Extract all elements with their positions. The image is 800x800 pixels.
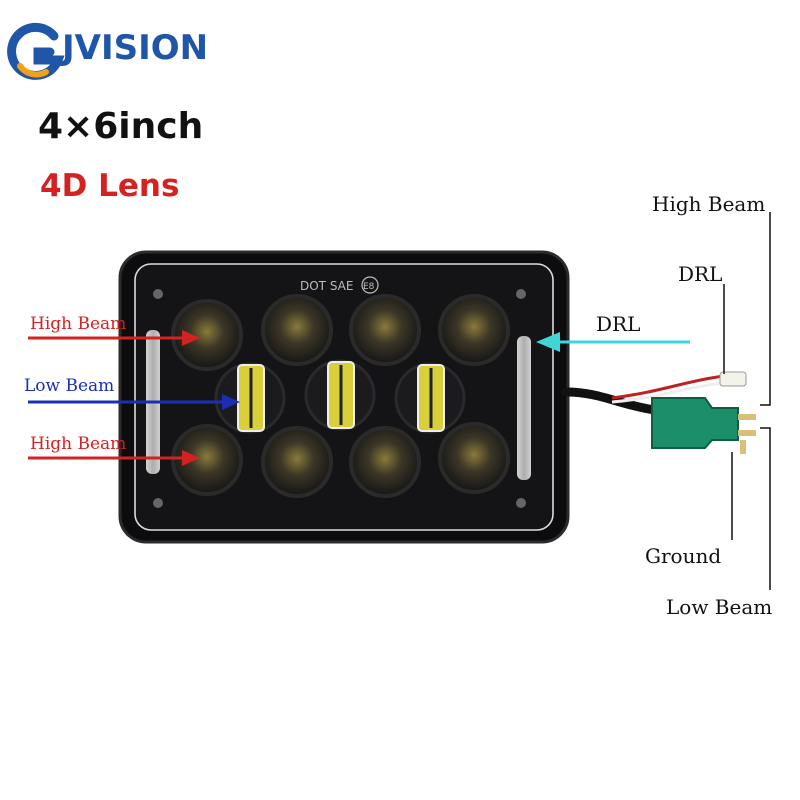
size-title: 4×6inch: [38, 106, 204, 147]
lens-title: 4D Lens: [40, 168, 180, 204]
h4-connector: [651, 397, 756, 454]
label-low-beam-left: Low Beam: [24, 376, 115, 396]
drl-connector: [719, 371, 747, 387]
lower-lens-row: [171, 422, 510, 498]
label-drl-arrow: DRL: [596, 312, 641, 336]
screw-icon: [516, 289, 526, 299]
label-high-beam-lower: High Beam: [30, 434, 127, 454]
lens: [349, 426, 421, 498]
lens: [438, 294, 510, 366]
label-high-beam-wire: High Beam: [652, 192, 766, 216]
label-ground-wire: Ground: [645, 544, 722, 568]
cable: [561, 387, 660, 415]
label-drl-wire: DRL: [678, 262, 723, 286]
brand-logo-icon: [7, 22, 65, 80]
screw-icon: [516, 498, 526, 508]
label-low-beam-wire: Low Beam: [666, 595, 773, 619]
lens: [349, 294, 421, 366]
lens: [261, 426, 333, 498]
lens: [171, 299, 243, 371]
screw-icon: [153, 289, 163, 299]
label-high-beam-upper: High Beam: [30, 314, 127, 334]
drl-bar-right: [517, 336, 531, 480]
low-beam-row: [214, 359, 466, 434]
emark-text: E8: [363, 282, 375, 292]
screw-icon: [153, 498, 163, 508]
upper-lens-row: [171, 294, 510, 371]
lens: [171, 424, 243, 496]
lens: [438, 422, 510, 494]
brand-name: JVISION: [62, 28, 209, 68]
lens: [261, 294, 333, 366]
dot-sae-marking: DOT SAE: [300, 279, 353, 293]
emark-icon: [361, 276, 379, 294]
